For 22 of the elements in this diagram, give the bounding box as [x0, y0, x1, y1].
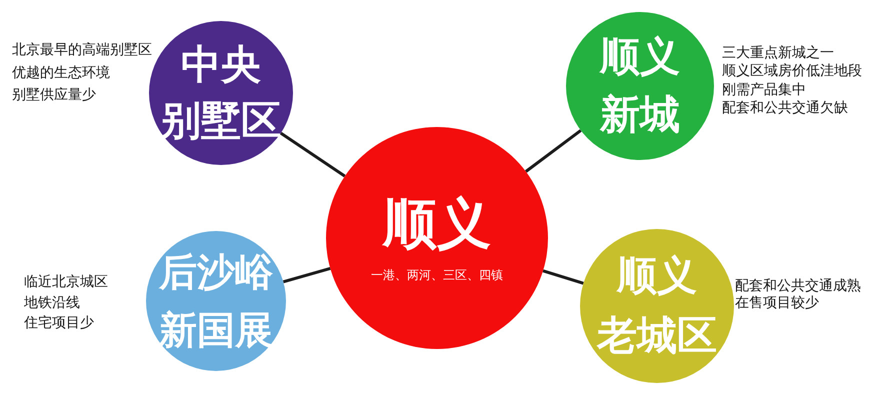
connector-line: [280, 132, 346, 178]
note-text: 配套和公共交通成熟: [735, 278, 861, 294]
note-text: 顺义区域房价低洼地段: [722, 62, 862, 81]
note-text: 别墅供应量少: [12, 86, 96, 105]
note-text: 三大重点新城之一: [722, 44, 834, 62]
circle-label: 中央别墅区: [161, 41, 281, 146]
circle-label: 后沙峪新国展: [159, 249, 273, 354]
note-text: 住宅项目少: [24, 314, 94, 333]
subtitle-text: 一港、两河、三区、四镇: [371, 266, 503, 284]
note-text: 临近北京城区: [24, 273, 108, 292]
note-text: 配套和公共交通欠缺: [722, 98, 848, 118]
note-text: 刚需产品集中: [722, 80, 806, 99]
connector-line: [525, 129, 582, 173]
note-text: 优越的生态环境: [12, 64, 110, 82]
connector-line: [282, 266, 331, 284]
note-text: 北京最早的高端别墅区: [12, 41, 152, 60]
circle-label: 顺义新城: [600, 33, 680, 140]
circle-label: 顺义: [383, 192, 491, 254]
note-text: 地铁沿线: [24, 294, 80, 312]
note-text: 在售项目较少: [735, 294, 819, 311]
circle-label: 顺义老城区: [597, 252, 717, 361]
connector-line: [542, 269, 584, 285]
